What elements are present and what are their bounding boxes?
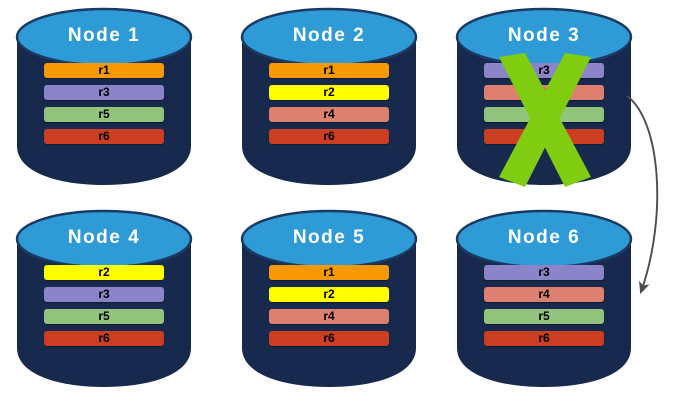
- record-list: r2 r3 r5 r6: [44, 265, 164, 353]
- record-bar[interactable]: r6: [44, 129, 164, 144]
- record-bar[interactable]: r3: [44, 287, 164, 302]
- record-bar[interactable]: r4: [484, 287, 604, 302]
- record-label: r2: [98, 265, 110, 279]
- record-label: r4: [538, 287, 550, 301]
- record-list: r3 r4 r5 r6: [484, 63, 604, 151]
- record-label: r6: [538, 129, 550, 143]
- record-bar[interactable]: r3: [44, 85, 164, 100]
- cylinder-top-ellipse: [15, 209, 193, 269]
- cylinder-top-ellipse: [15, 7, 193, 67]
- record-bar[interactable]: r3: [484, 265, 604, 280]
- record-bar[interactable]: r2: [269, 85, 389, 100]
- cylinder-top-ellipse: [455, 209, 633, 269]
- record-label: r1: [98, 63, 110, 77]
- record-label: r1: [323, 63, 335, 77]
- record-bar[interactable]: r5: [484, 107, 604, 122]
- record-label: r1: [323, 265, 335, 279]
- record-bar[interactable]: r6: [269, 331, 389, 346]
- record-label: r4: [323, 309, 335, 323]
- record-bar[interactable]: r4: [269, 107, 389, 122]
- record-label: r5: [538, 309, 550, 323]
- record-bar[interactable]: r5: [44, 107, 164, 122]
- record-bar[interactable]: r3: [484, 63, 604, 78]
- record-bar[interactable]: r6: [484, 331, 604, 346]
- record-label: r6: [98, 331, 110, 345]
- cylinder-top-ellipse: [240, 7, 418, 67]
- record-label: r6: [538, 331, 550, 345]
- record-label: r6: [98, 129, 110, 143]
- record-label: r2: [323, 287, 335, 301]
- record-list: r1 r3 r5 r6: [44, 63, 164, 151]
- record-bar[interactable]: r1: [44, 63, 164, 78]
- record-label: r2: [323, 85, 335, 99]
- cylinder-top-ellipse: [455, 7, 633, 67]
- record-label: r3: [538, 265, 550, 279]
- record-list: r1 r2 r4 r6: [269, 63, 389, 151]
- record-label: r5: [538, 107, 550, 121]
- record-label: r5: [98, 309, 110, 323]
- record-bar[interactable]: r4: [484, 85, 604, 100]
- record-bar[interactable]: r6: [269, 129, 389, 144]
- record-bar[interactable]: r6: [44, 331, 164, 346]
- record-bar[interactable]: r6: [484, 129, 604, 144]
- record-bar[interactable]: r5: [44, 309, 164, 324]
- record-bar[interactable]: r1: [269, 63, 389, 78]
- record-bar[interactable]: r2: [269, 287, 389, 302]
- record-bar[interactable]: r5: [484, 309, 604, 324]
- record-bar[interactable]: r2: [44, 265, 164, 280]
- record-label: r6: [323, 129, 335, 143]
- record-label: r6: [323, 331, 335, 345]
- record-label: r3: [538, 63, 550, 77]
- cylinder-top-ellipse: [240, 209, 418, 269]
- record-list: r3 r4 r5 r6: [484, 265, 604, 353]
- record-label: r5: [98, 107, 110, 121]
- record-list: r1 r2 r4 r6: [269, 265, 389, 353]
- record-label: r3: [98, 85, 110, 99]
- record-label: r4: [323, 107, 335, 121]
- record-label: r3: [98, 287, 110, 301]
- record-bar[interactable]: r1: [269, 265, 389, 280]
- record-label: r4: [538, 85, 550, 99]
- record-bar[interactable]: r4: [269, 309, 389, 324]
